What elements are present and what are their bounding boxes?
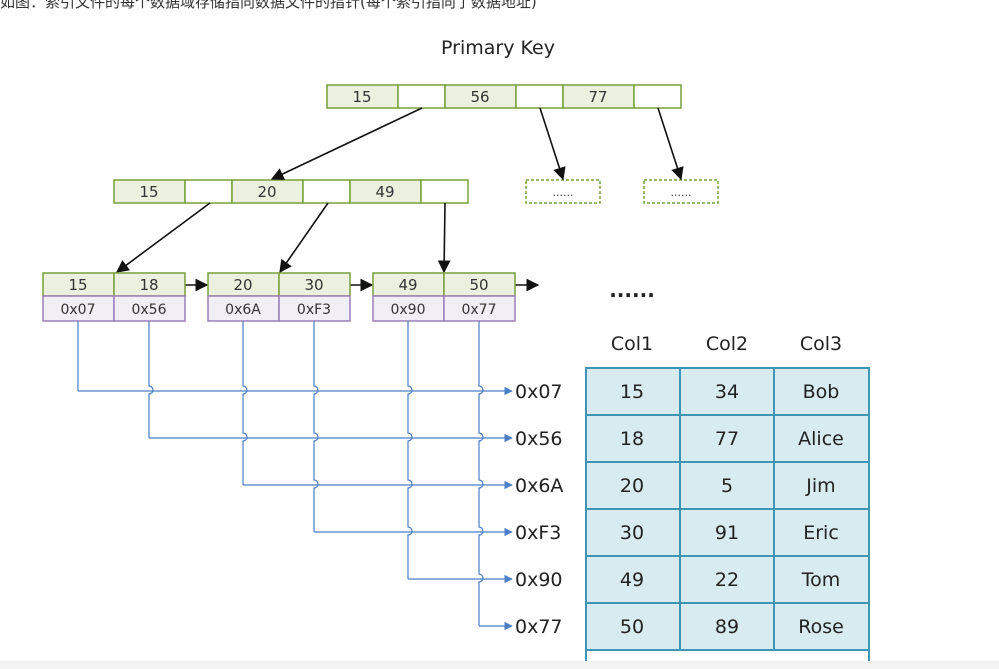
tree-arrow xyxy=(657,107,684,181)
leaf-key: 18 xyxy=(139,276,158,294)
level2-key: 20 xyxy=(257,183,276,201)
leaf-key: 50 xyxy=(469,276,488,294)
table-cell: Rose xyxy=(798,616,844,638)
table-cell: 15 xyxy=(620,381,644,403)
table-cell: Bob xyxy=(803,381,840,403)
address-label: 0x56 xyxy=(515,428,563,450)
table-cell: Alice xyxy=(798,428,844,450)
placeholder-label: ...... xyxy=(671,186,692,199)
leaf-address: 0x56 xyxy=(131,302,166,318)
root-pointer-cell xyxy=(515,84,564,109)
leaf-addr-cell xyxy=(443,295,516,322)
table-cell: 77 xyxy=(715,428,739,450)
table-cell: 50 xyxy=(620,616,644,638)
tree-arrows xyxy=(115,107,684,292)
table-cell: 89 xyxy=(715,616,739,638)
table-cell: 20 xyxy=(620,475,644,497)
leaf-node: 49 50 0x90 0x77 xyxy=(372,272,516,322)
table-cell: Jim xyxy=(805,475,835,497)
pointer-vertical xyxy=(313,321,319,532)
table-row: 18 77 Alice xyxy=(620,428,844,450)
data-table: Col1 Col2 Col3 15 34 Bob 18 77 Alice 20 … xyxy=(585,333,870,669)
placeholder-label: ...... xyxy=(553,186,574,199)
address-label: 0x6A xyxy=(515,475,563,497)
table-cell: 30 xyxy=(620,522,644,544)
leaf-addr-cell xyxy=(113,295,186,322)
leaf-key: 30 xyxy=(304,276,323,294)
level2-key: 15 xyxy=(139,183,158,201)
bottom-band xyxy=(0,661,999,669)
table-cell: 22 xyxy=(715,569,739,591)
table-cell: 5 xyxy=(721,475,733,497)
pointer-vertical xyxy=(148,321,154,438)
table-cell: 91 xyxy=(715,522,739,544)
root-pointer-cell xyxy=(633,84,682,109)
root-key: 56 xyxy=(470,88,489,106)
root-pointer-cell xyxy=(397,84,446,109)
address-label: 0x90 xyxy=(515,569,563,591)
level2-pointer-cell xyxy=(184,179,233,204)
leaf-address: 0x07 xyxy=(60,302,95,318)
pointer-lines xyxy=(77,321,513,631)
leaf-key: 49 xyxy=(398,276,417,294)
table-row: 15 34 Bob xyxy=(620,381,839,403)
pointer-vertical xyxy=(407,321,413,579)
more-nodes-ellipsis: ...... xyxy=(609,278,655,302)
leaf-key: 15 xyxy=(68,276,87,294)
pointer-vertical xyxy=(242,321,248,485)
address-label: 0xF3 xyxy=(515,522,561,544)
placeholder-node: ...... xyxy=(643,179,719,204)
leaf-addr-cell xyxy=(372,295,445,322)
table-row: 20 5 Jim xyxy=(620,475,836,497)
tree-arrow xyxy=(279,202,329,274)
tree-arrow xyxy=(115,202,211,273)
address-label: 0x07 xyxy=(515,381,563,403)
leaf-address: 0x77 xyxy=(461,302,496,318)
table-body xyxy=(585,367,870,669)
table-column-header: Col2 xyxy=(706,333,748,355)
pointer-vertical xyxy=(478,321,484,626)
diagram-title: Primary Key xyxy=(441,37,555,59)
leaf-key: 20 xyxy=(233,276,252,294)
table-cell: 49 xyxy=(620,569,644,591)
tree-arrow xyxy=(437,202,451,274)
table-column-header: Col1 xyxy=(611,333,653,355)
level2-key: 49 xyxy=(375,183,394,201)
level2-pointer-cell xyxy=(302,179,351,204)
table-row: 30 91 Eric xyxy=(620,522,839,544)
level2-pointer-cell xyxy=(420,179,469,204)
table-cell: 18 xyxy=(620,428,644,450)
table-row: 50 89 Rose xyxy=(620,616,844,638)
root-node: 15 56 77 xyxy=(326,84,682,109)
placeholder-node: ...... xyxy=(525,179,601,204)
leaf-node: 20 30 0x6A 0xF3 xyxy=(207,272,351,322)
table-cell: Tom xyxy=(801,569,841,591)
root-key: 77 xyxy=(588,88,607,106)
leaf-node: 15 18 0x07 0x56 xyxy=(42,272,186,322)
level2-node: 15 20 49 xyxy=(113,179,469,204)
address-label: 0x77 xyxy=(515,616,563,638)
table-cell: 34 xyxy=(715,381,739,403)
leaf-address: 0x90 xyxy=(390,302,425,318)
leaf-address: 0x6A xyxy=(225,302,261,318)
table-column-header: Col3 xyxy=(800,333,842,355)
tree-arrow xyxy=(539,107,566,181)
tree-arrow xyxy=(270,107,423,180)
caption: 如图：索引文件的每个数据域存储指向数据文件的指针(每个索引指向了数据地址) xyxy=(0,0,537,11)
table-row: 49 22 Tom xyxy=(620,569,840,591)
leaf-addr-cell xyxy=(278,295,351,322)
root-key: 15 xyxy=(352,88,371,106)
leaf-address: 0xF3 xyxy=(297,302,331,318)
table-cell: Eric xyxy=(803,522,839,544)
